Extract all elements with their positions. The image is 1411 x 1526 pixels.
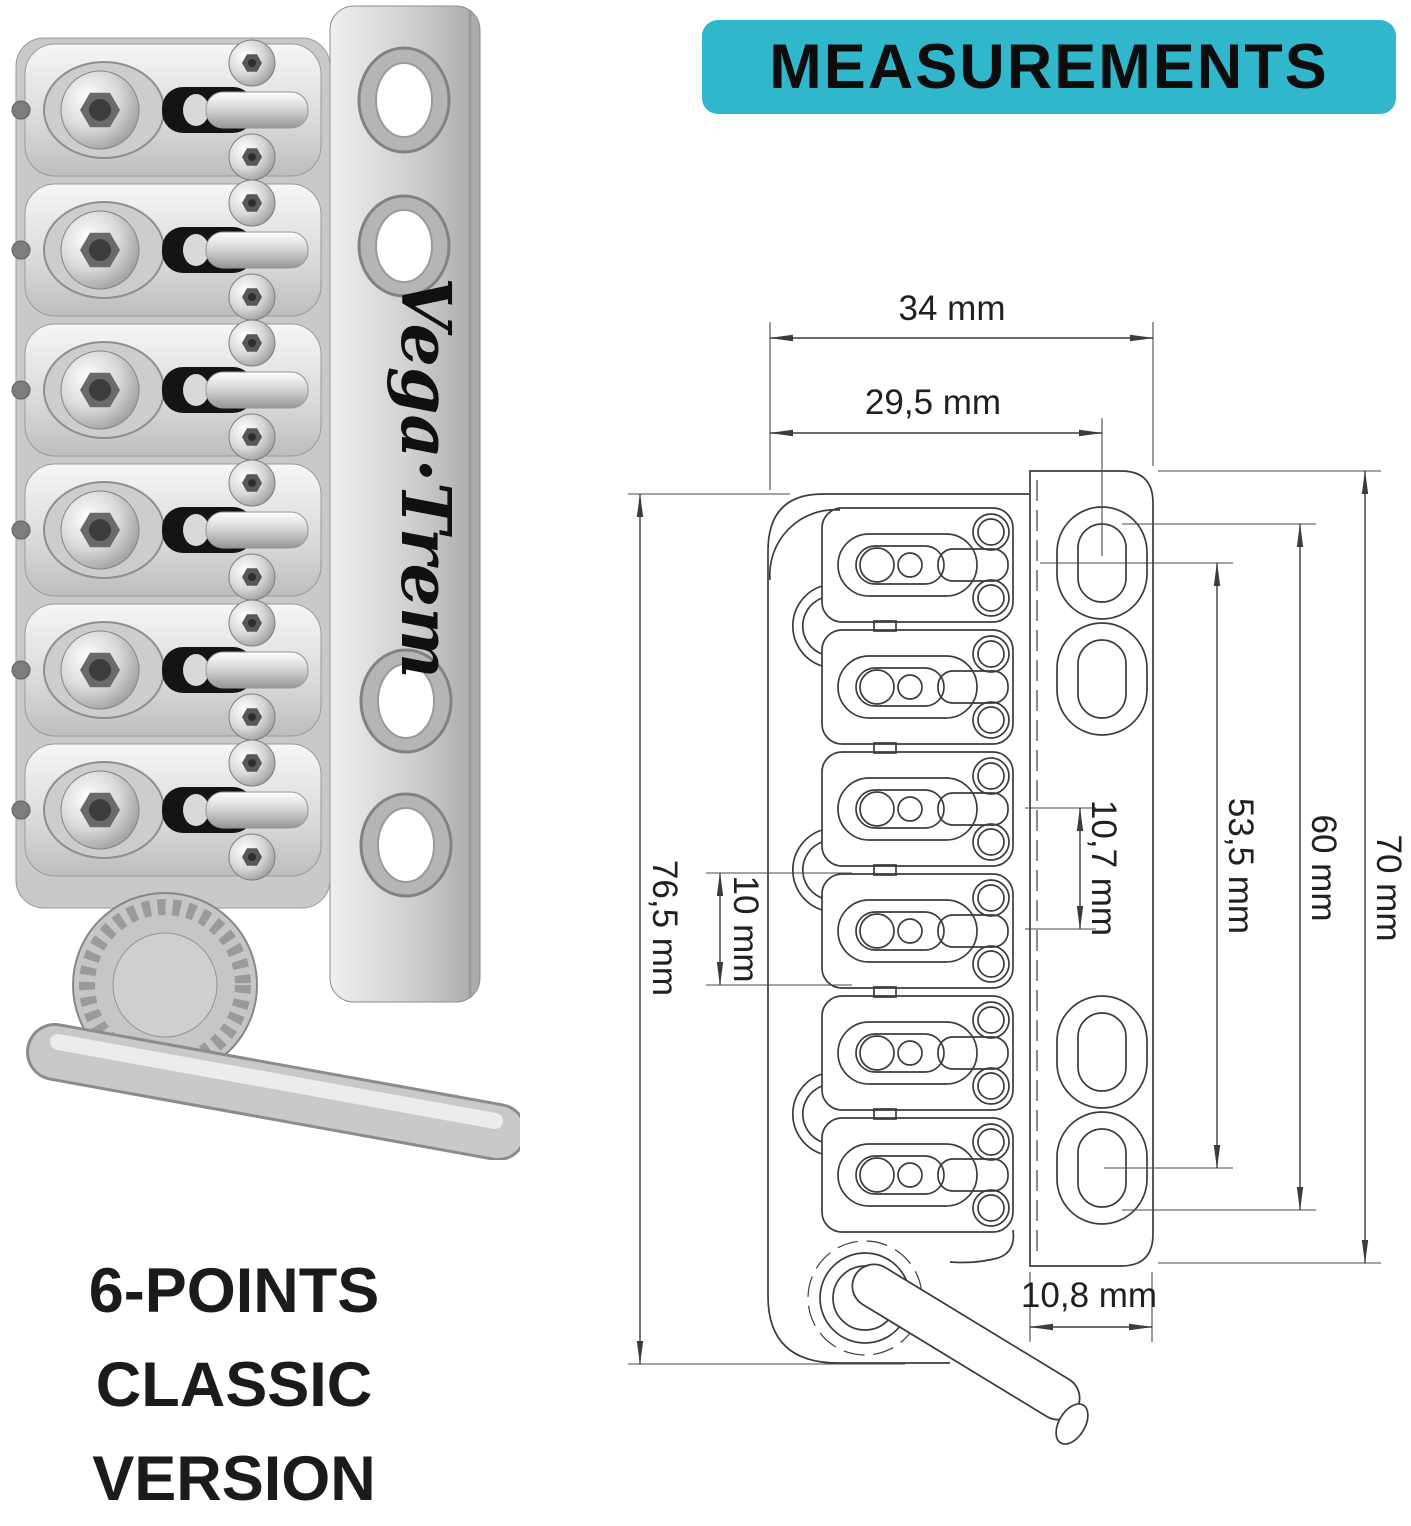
- trem-arm-outline: [807, 1240, 1089, 1445]
- knurled-wheel: [72, 892, 258, 1078]
- caption-line: CLASSIC: [95, 1350, 373, 1420]
- caption-line: VERSION: [92, 1444, 376, 1514]
- mounting-slot: [1056, 995, 1148, 1109]
- saddles-outline: [791, 507, 1014, 1233]
- brand-logo: Vega·Trem: [385, 277, 465, 679]
- dimension-plate-bottom-width: 10,8 mm: [1021, 1272, 1157, 1342]
- dimension-width-to-slot: 29,5 mm: [769, 383, 1103, 556]
- svg-text:70 mm: 70 mm: [1369, 835, 1408, 942]
- plate-hole: [357, 46, 451, 154]
- caption-line: 6-POINTS: [88, 1256, 380, 1326]
- svg-text:76,5 mm: 76,5 mm: [645, 860, 684, 996]
- plate-hole: [359, 648, 453, 754]
- dimension-slot-outer-span: 60 mm: [1122, 523, 1343, 1211]
- svg-text:10 mm: 10 mm: [726, 876, 765, 983]
- mounting-plate: Vega·Trem: [329, 5, 481, 1003]
- technical-drawing: 34 mm 29,5 mm 76,5 mm 10 mm 10,7 mm 53,5…: [628, 289, 1408, 1445]
- bridge-block: [11, 37, 331, 909]
- svg-text:34 mm: 34 mm: [899, 289, 1006, 328]
- product-caption: 6-POINTS CLASSIC VERSION: [8, 1244, 460, 1526]
- svg-text:10,7 mm: 10,7 mm: [1084, 800, 1123, 936]
- dimension-overall-width: 34 mm: [769, 289, 1154, 490]
- plate-hole: [357, 194, 451, 298]
- mounting-slot: [1056, 622, 1148, 736]
- badge-label: MEASUREMENTS: [769, 32, 1329, 102]
- dimension-saddle-width: 10 mm: [706, 872, 852, 986]
- svg-text:60 mm: 60 mm: [1304, 815, 1343, 922]
- measurements-badge: MEASUREMENTS: [702, 20, 1396, 114]
- dimension-plate-length: 70 mm: [1158, 470, 1408, 1264]
- product-photo: Vega·Trem: [11, 5, 520, 1160]
- svg-text:53,5 mm: 53,5 mm: [1221, 798, 1260, 934]
- tremolo-arm: [26, 1023, 520, 1160]
- bridge-outline: [767, 493, 1029, 1364]
- svg-text:10,8 mm: 10,8 mm: [1021, 1276, 1157, 1315]
- dimension-string-spacing: 10,7 mm: [1025, 800, 1123, 936]
- dimension-slot-center-span: 53,5 mm: [1040, 562, 1260, 1169]
- dimension-bridge-length: 76,5 mm: [628, 493, 905, 1365]
- svg-text:29,5 mm: 29,5 mm: [865, 383, 1001, 422]
- plate-hole: [359, 792, 453, 898]
